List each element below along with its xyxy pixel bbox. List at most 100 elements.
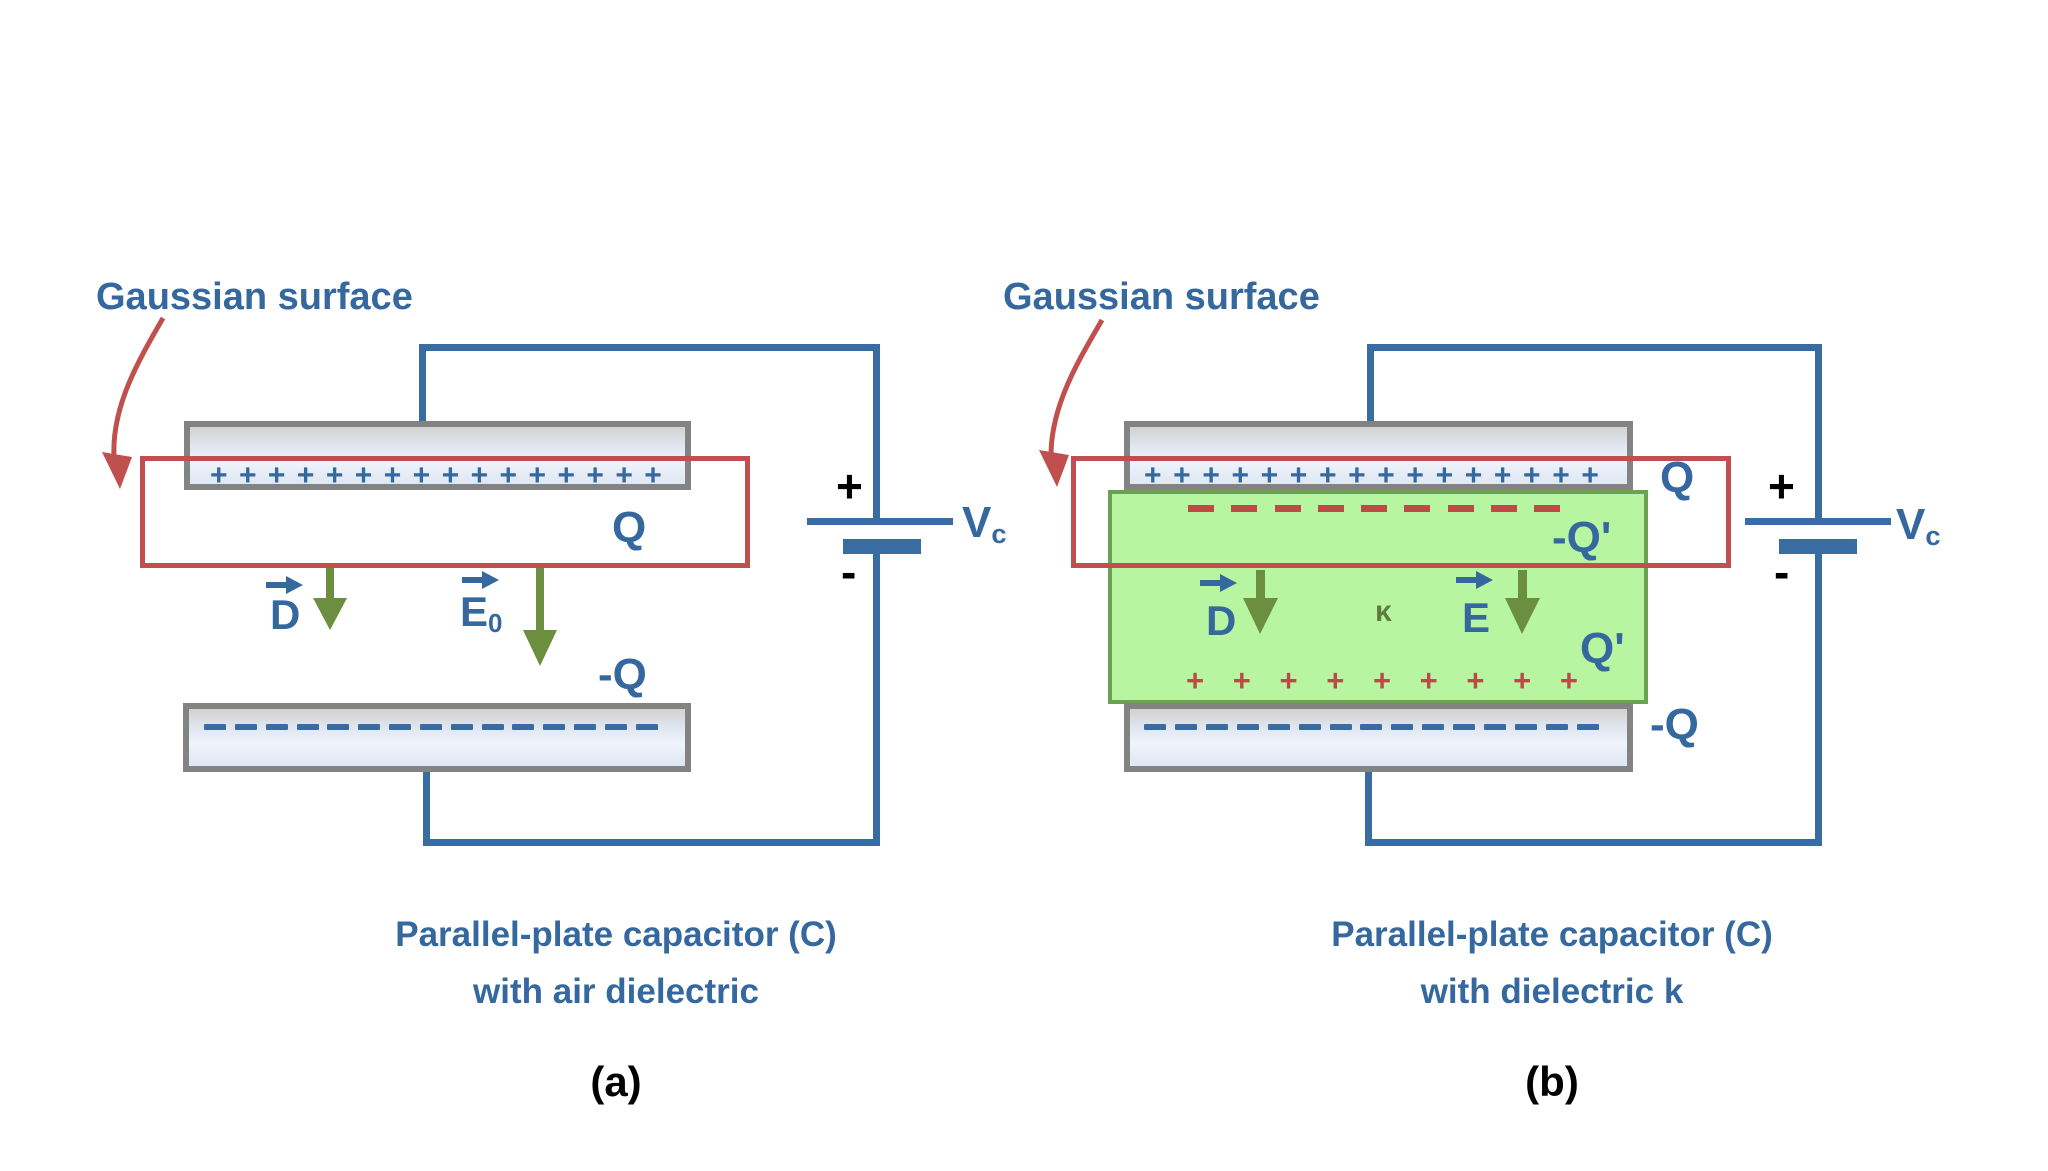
caption-b: Parallel-plate capacitor (C) with dielec… bbox=[1232, 906, 1872, 1020]
battery-voltage-label-b: Vc bbox=[1896, 501, 1941, 549]
e-field-arrow-a bbox=[523, 568, 557, 666]
induced-minus-charge bbox=[1404, 505, 1431, 512]
plus-charge: + bbox=[1581, 459, 1599, 492]
induced-plus-charge: + bbox=[1279, 663, 1298, 698]
negative-charge-row-b bbox=[1144, 723, 1599, 731]
plus-charge: + bbox=[1289, 459, 1308, 492]
minus-charge bbox=[327, 724, 350, 730]
battery-plus-terminal-b bbox=[1745, 518, 1891, 525]
minus-charge bbox=[1545, 724, 1568, 730]
induced-minus-charge bbox=[1361, 505, 1387, 512]
battery-minus-terminal-a bbox=[843, 539, 921, 554]
plus-charge: + bbox=[1406, 459, 1424, 492]
minus-charge bbox=[1298, 724, 1321, 730]
positive-charge-row-a: ++++++++++++++++ bbox=[210, 461, 662, 491]
induced-minus-charge bbox=[1274, 505, 1301, 512]
minus-charge bbox=[389, 724, 412, 730]
minus-charge bbox=[1144, 724, 1166, 730]
plus-charge: + bbox=[1348, 459, 1366, 492]
induced-minus-charge bbox=[1534, 505, 1560, 512]
tag-b: (b) bbox=[1525, 1058, 1579, 1105]
minus-charge bbox=[604, 724, 627, 730]
plus-charge: + bbox=[383, 459, 402, 492]
dielectric-slab bbox=[1108, 490, 1648, 704]
e-field-subscript-a: 0 bbox=[488, 607, 503, 638]
plus-charge: + bbox=[644, 459, 662, 492]
minus-charge bbox=[1329, 724, 1352, 730]
minus-charge bbox=[1236, 724, 1259, 730]
wire-bottom-horizontal-a bbox=[423, 839, 880, 846]
plus-charge: + bbox=[1523, 459, 1541, 492]
plus-charge: + bbox=[1260, 459, 1279, 492]
e-field-arrow-b bbox=[1505, 570, 1540, 634]
plus-charge: + bbox=[1493, 459, 1512, 492]
minus-charge bbox=[234, 724, 257, 730]
plus-charge: + bbox=[1377, 459, 1395, 492]
d-field-label-a: D bbox=[270, 591, 301, 638]
caption-a: Parallel-plate capacitor (C) with air di… bbox=[296, 906, 936, 1020]
battery-plus-terminal-a bbox=[807, 518, 953, 525]
top-plate-b bbox=[1124, 421, 1633, 490]
wire-bottom-vertical-a bbox=[423, 770, 430, 842]
plus-charge: + bbox=[1552, 459, 1570, 492]
kappa-label-b: κ bbox=[1375, 595, 1392, 628]
minus-charge bbox=[1174, 724, 1197, 730]
battery-plus-sign-b: + bbox=[1768, 460, 1795, 512]
wire-right-upper-a bbox=[873, 344, 880, 521]
wire-right-lower-b bbox=[1815, 554, 1822, 844]
plus-charge: + bbox=[1318, 459, 1337, 492]
minus-charge bbox=[358, 724, 381, 730]
wire-bottom-vertical-b bbox=[1365, 770, 1372, 842]
battery-minus-terminal-b bbox=[1779, 539, 1857, 554]
bottom-plate-a bbox=[183, 703, 691, 772]
induced-negative-row-b bbox=[1188, 504, 1560, 513]
minus-charge bbox=[1576, 724, 1599, 730]
plus-charge: + bbox=[1173, 459, 1191, 492]
gaussian-pointer-arrow-a bbox=[102, 316, 166, 489]
battery-minus-sign-b: - bbox=[1774, 546, 1790, 598]
e-vector-hat-a bbox=[462, 571, 499, 589]
minus-charge bbox=[1391, 724, 1414, 730]
plus-charge: + bbox=[1144, 459, 1162, 492]
induced-minus-charge bbox=[1447, 505, 1474, 512]
d-field-arrow-b bbox=[1243, 570, 1278, 634]
battery-minus-sign-a: - bbox=[841, 546, 857, 598]
caption-b-line2: with dielectric k bbox=[1420, 972, 1684, 1011]
charge-negq-label-a: -Q bbox=[598, 650, 647, 699]
caption-a-line2: with air dielectric bbox=[473, 972, 759, 1011]
caption-a-line1: Parallel-plate capacitor (C) bbox=[395, 915, 837, 954]
d-vector-hat-a bbox=[266, 576, 303, 594]
charge-q-label-b: Q bbox=[1660, 453, 1695, 502]
minus-charge bbox=[419, 724, 442, 730]
minus-charge bbox=[1267, 724, 1290, 730]
e-field-label-b: E bbox=[1462, 594, 1491, 641]
induced-plus-charge: + bbox=[1186, 663, 1205, 698]
plus-charge: + bbox=[470, 459, 489, 492]
negative-charge-row-a bbox=[204, 723, 658, 731]
e-vector-hat-b bbox=[1456, 571, 1493, 589]
induced-minus-charge bbox=[1490, 505, 1517, 512]
charge-q-label-a: Q bbox=[612, 503, 647, 552]
d-field-arrow-a bbox=[313, 568, 347, 630]
minus-charge bbox=[635, 724, 658, 730]
minus-charge bbox=[1484, 724, 1507, 730]
gaussian-surface-box-a bbox=[140, 456, 750, 568]
gaussian-surface-label-b: Gaussian surface bbox=[1003, 276, 1320, 318]
plus-charge: + bbox=[557, 459, 575, 492]
d-field-label-b: D bbox=[1206, 597, 1237, 644]
induced-plus-charge: + bbox=[1419, 663, 1438, 698]
tag-a: (a) bbox=[590, 1058, 642, 1105]
wire-top-horizontal-a bbox=[419, 344, 880, 351]
induced-plus-charge: + bbox=[1559, 663, 1578, 698]
charge-negq-label-b: -Q bbox=[1650, 700, 1699, 749]
minus-charge bbox=[265, 724, 288, 730]
induced-minus-charge bbox=[1188, 505, 1214, 512]
wire-bottom-horizontal-b bbox=[1365, 839, 1822, 846]
induced-plus-charge: + bbox=[1232, 663, 1251, 698]
plus-charge: + bbox=[1231, 459, 1249, 492]
plus-charge: + bbox=[238, 459, 257, 492]
minus-charge bbox=[1422, 724, 1445, 730]
plus-charge: + bbox=[267, 459, 286, 492]
